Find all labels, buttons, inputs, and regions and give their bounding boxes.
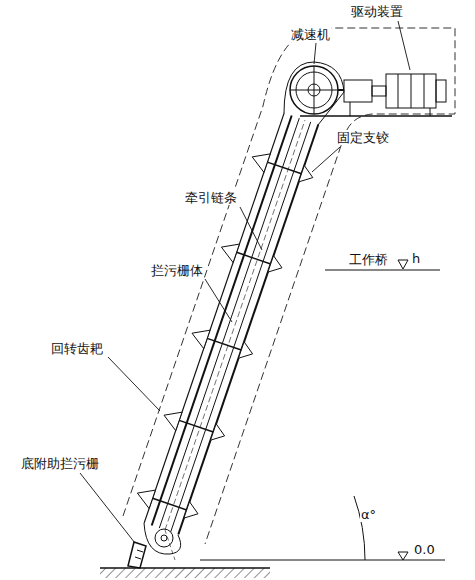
axis-extension [165,530,175,560]
hinge-bracket [184,502,198,518]
envelope-outline [123,28,455,544]
rake-tooth [137,490,155,508]
part-label: 工作桥 [348,252,389,267]
elevation-symbol [398,552,408,560]
angle-label: α° [360,507,377,522]
hinge-bracket [211,424,225,440]
rake-bar [267,162,301,174]
rake-bar [207,338,241,350]
rotary-rakes [137,154,312,518]
hinge-bracket [239,342,253,358]
rake-bar [153,498,187,510]
ground-hatch [100,568,270,578]
angle-arc [354,496,365,560]
bottom-sprocket [144,523,181,554]
hinge-bracket [299,166,313,182]
rake-tooth [192,330,210,348]
rack-rails [144,113,318,535]
part-label: 驱动装置 [350,4,404,19]
rake-tooth [252,154,270,172]
part-label: 牵引链条 [184,190,238,205]
drive-unit [300,74,452,116]
rake-bar [237,252,271,264]
rake-bar [179,420,213,432]
part-label: 拦污栅体 [150,263,204,278]
hinge-bracket [268,256,282,272]
ground-line [100,567,270,569]
auxiliary-rack [128,542,146,568]
elevation-symbol [398,260,408,269]
part-label: 回转齿耙 [50,341,104,356]
elevation-label: 0.0 [413,542,436,557]
rake-tooth [221,244,239,262]
part-label: 底附助拦污栅 [20,456,100,471]
bridge-line [325,270,440,271]
leader-lines [80,21,410,543]
rake-tooth [164,412,182,430]
part-label: 固定支铰 [336,130,390,145]
datum-line [200,560,445,561]
elevation-label: h [411,251,421,266]
part-label: 减速机 [290,27,331,42]
